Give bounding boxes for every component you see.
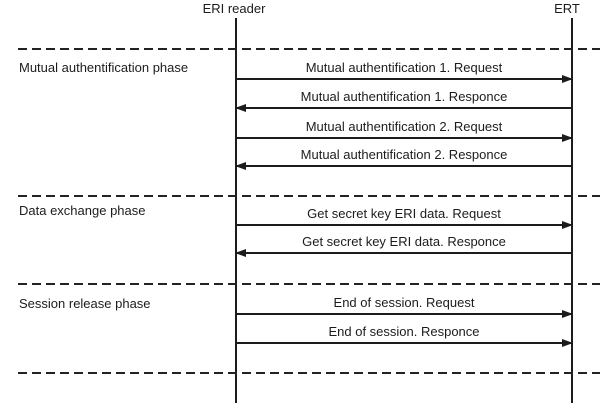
message-get-secret-key-responce: Get secret key ERI data. Responce (235, 233, 572, 257)
message-end-of-session-responce: End of session. Responce (236, 323, 573, 347)
lifeline-ert (571, 18, 573, 403)
arrowhead-left-icon (235, 162, 246, 170)
phase-label-mutual-authentification: Mutual authentification phase (19, 60, 189, 75)
message-label: Mutual authentification 1. Request (305, 60, 503, 75)
message-line (236, 252, 572, 254)
message-line (236, 107, 572, 109)
message-mutual-auth-1-request: Mutual authentification 1. Request (236, 59, 573, 83)
message-line (236, 313, 572, 315)
message-end-of-session-request: End of session. Request (236, 294, 573, 318)
message-line (236, 224, 572, 226)
message-line (236, 137, 572, 139)
actor-label-ert: ERT (554, 1, 580, 16)
message-line (236, 342, 572, 344)
message-line (236, 165, 572, 167)
message-label: Get secret key ERI data. Request (307, 206, 501, 221)
arrowhead-right-icon (562, 134, 573, 142)
phase-divider-after-mutual-auth (18, 195, 600, 197)
actor-label-eri-reader: ERI reader (202, 1, 266, 16)
message-mutual-auth-2-responce: Mutual authentification 2. Responce (235, 146, 572, 170)
message-get-secret-key-request: Get secret key ERI data. Request (236, 205, 573, 229)
phase-divider-after-data-exchange (18, 283, 600, 285)
message-mutual-auth-1-responce: Mutual authentification 1. Responce (235, 88, 572, 112)
message-label: Mutual authentification 2. Responce (300, 147, 508, 162)
message-label: End of session. Request (333, 295, 475, 310)
message-label: Mutual authentification 2. Request (305, 119, 503, 134)
arrowhead-right-icon (562, 221, 573, 229)
arrowhead-left-icon (235, 104, 246, 112)
message-mutual-auth-2-request: Mutual authentification 2. Request (236, 118, 573, 142)
message-label: End of session. Responce (328, 324, 480, 339)
message-line (236, 78, 572, 80)
phase-label-data-exchange: Data exchange phase (19, 203, 146, 218)
arrowhead-right-icon (562, 339, 573, 347)
arrowhead-left-icon (235, 249, 246, 257)
message-label: Mutual authentification 1. Responce (300, 89, 508, 104)
lifeline-eri-reader (235, 18, 237, 403)
arrowhead-right-icon (562, 310, 573, 318)
phase-label-session-release: Session release phase (19, 296, 151, 311)
message-label: Get secret key ERI data. Responce (302, 234, 506, 249)
phase-divider-bottom (18, 372, 600, 374)
phase-divider-top (18, 48, 600, 50)
arrowhead-right-icon (562, 75, 573, 83)
